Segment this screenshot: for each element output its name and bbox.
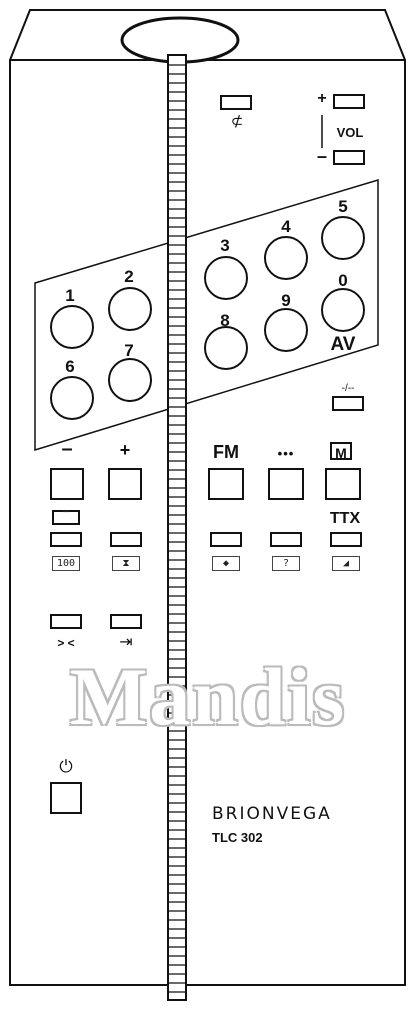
vol-label: VOL	[336, 125, 364, 140]
key-7-button[interactable]	[108, 358, 152, 402]
digit-toggle-label: -/--	[341, 383, 355, 394]
teletext-subpage-button[interactable]	[210, 532, 242, 547]
key-2-button[interactable]	[108, 287, 152, 331]
i100-icon: 100	[52, 556, 80, 571]
vol-down-button[interactable]	[333, 150, 365, 165]
teletext-hold-button[interactable]	[110, 532, 142, 547]
key-9-button[interactable]	[264, 308, 308, 352]
program-up-button[interactable]	[108, 468, 142, 500]
key-3-label: 3	[220, 236, 230, 255]
brand-label: BRIONVEGA	[212, 804, 332, 824]
hold-icon: ⧗	[112, 556, 140, 571]
key-4-button[interactable]	[264, 236, 308, 280]
reveal-icon: ?	[272, 556, 300, 571]
av-label: AV	[330, 334, 356, 355]
key-8-button[interactable]	[204, 326, 248, 370]
watermark: Mandis	[69, 651, 347, 742]
subpage-icon: ◆	[212, 556, 240, 571]
power-button[interactable]	[50, 782, 82, 814]
m-button[interactable]	[325, 468, 361, 500]
power-icon: ⏻	[59, 757, 73, 777]
key-1-label: 1	[65, 286, 75, 305]
minus-label: –	[61, 438, 73, 460]
fm-button[interactable]	[208, 468, 244, 500]
key-4-label: 4	[281, 217, 291, 236]
teletext-ttx-button[interactable]	[330, 532, 362, 547]
teletext-100-button[interactable]	[50, 532, 82, 547]
stop-icon: ▔	[52, 510, 80, 525]
fm-label: FM	[213, 442, 239, 462]
model-label: TLC 302	[212, 830, 263, 845]
vol-up-button[interactable]	[333, 94, 365, 109]
dots-label: •••	[277, 446, 295, 461]
digit-toggle-button[interactable]	[332, 396, 364, 411]
plus-label: +	[119, 440, 131, 460]
key-3-button[interactable]	[204, 256, 248, 300]
key-5-label: 5	[338, 197, 348, 216]
key-6-label: 6	[65, 357, 75, 376]
key-7-label: 7	[124, 341, 134, 360]
key-9-label: 9	[281, 291, 291, 310]
mix-icon: ◢	[332, 556, 360, 571]
m-label: M	[330, 442, 352, 461]
swap-label: > <	[57, 636, 75, 650]
key-0-label: 0	[338, 271, 348, 290]
ttx-label: TTX	[329, 510, 361, 527]
mute-speaker-icon: ⊄	[230, 112, 244, 130]
key-5-button[interactable]	[321, 216, 365, 260]
key-1-button[interactable]	[50, 305, 94, 349]
swap-button[interactable]	[50, 614, 82, 629]
vol-minus-label: –	[316, 146, 327, 166]
input-icon: ⇥	[119, 632, 133, 651]
vol-plus-label: +	[317, 90, 327, 107]
mute-button[interactable]	[220, 95, 252, 110]
dots-button[interactable]	[268, 468, 304, 500]
teletext-reveal-button[interactable]	[270, 532, 302, 547]
key-2-label: 2	[124, 267, 134, 286]
key-8-label: 8	[220, 311, 230, 330]
program-down-button[interactable]	[50, 468, 84, 500]
key-6-button[interactable]	[50, 376, 94, 420]
key-0-button[interactable]	[321, 288, 365, 332]
input-button[interactable]	[110, 614, 142, 629]
